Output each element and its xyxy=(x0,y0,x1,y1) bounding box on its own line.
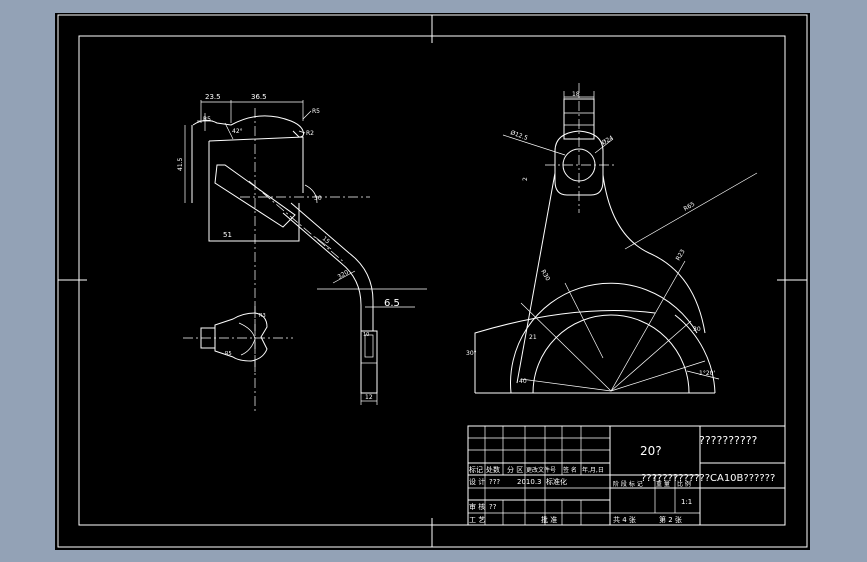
rod-end-block xyxy=(360,330,378,394)
fork-view: 18 Ø12.5 Ø24 2 R65 R30 R23 21 40 30° xyxy=(466,83,758,394)
drawing-title: ?????????? xyxy=(699,434,758,447)
radius-r5-left: R5 xyxy=(203,116,211,123)
drawing-subtitle: ?????????????CA10B?????? xyxy=(641,473,775,484)
scale-label: 比 例 xyxy=(677,480,691,488)
angle-30-right: 30 xyxy=(693,326,701,333)
radius-r65: R65 xyxy=(683,201,697,213)
dim-21: 21 xyxy=(529,334,537,341)
hdr-mark: 标记 xyxy=(469,465,483,474)
angle-30-left: 30° xyxy=(466,350,477,357)
dim-41-5: 41.5 xyxy=(177,157,184,171)
body-outline xyxy=(208,141,300,242)
arc-r23 xyxy=(532,314,690,394)
dim-5: R5 xyxy=(225,351,232,357)
body-top-edge xyxy=(208,136,304,193)
radius-r23: R23 xyxy=(675,248,687,262)
dim-23-5: 23.5 xyxy=(205,93,221,101)
process-label: 工 艺 xyxy=(469,516,485,524)
dim-12: 12 xyxy=(365,394,373,401)
leader-r23 xyxy=(610,260,686,392)
dim-6-5: 6.5 xyxy=(384,298,400,309)
cad-drawing: 23.5 36.5 R5 R5 R2 42° 41.5 30 51 15 xyxy=(57,14,808,548)
part-name: 20? xyxy=(640,444,662,458)
dim-36-5: 36.5 xyxy=(251,93,267,101)
angle-1-20: 1°20' xyxy=(699,370,715,377)
dim-2: 2 xyxy=(522,177,529,181)
arc-right xyxy=(674,314,716,394)
sheet-number: 第 2 张 xyxy=(659,515,682,524)
slot xyxy=(214,164,296,228)
sheets-total: 共 4 张 xyxy=(613,515,636,524)
hdr-count: 处数 xyxy=(486,465,500,474)
dim-10: 10 xyxy=(363,332,369,338)
outer-border xyxy=(57,14,808,548)
design-label: 设 计 xyxy=(469,477,485,486)
angle-42: 42° xyxy=(232,128,243,135)
hdr-change: 更改文件号 xyxy=(526,466,556,474)
title-block: 标记 处数 分 区 更改文件号 签 名 年,月,日 设 计 ??? 2010.3… xyxy=(467,425,786,526)
dim-15: 15 xyxy=(321,235,331,245)
leader-r30 xyxy=(564,282,604,359)
rod-outer xyxy=(290,202,374,331)
radius-r2: R2 xyxy=(306,130,314,137)
drawing-sheet: 23.5 36.5 R5 R5 R2 42° 41.5 30 51 15 xyxy=(55,13,810,550)
hdr-date: 年,月,日 xyxy=(582,466,604,474)
rod-inner xyxy=(282,212,362,331)
angle-30-side: 30 xyxy=(314,195,322,202)
approve-label: 批 准 xyxy=(541,515,557,524)
stage-label: 阶 段 标 记 xyxy=(613,480,643,488)
hdr-sign: 签 名 xyxy=(563,466,577,474)
check-label: 审 核 xyxy=(469,502,485,511)
dim-51: 51 xyxy=(223,231,232,239)
inner-border xyxy=(78,35,786,526)
radius-r30: R30 xyxy=(539,269,551,283)
rod-axis xyxy=(248,180,346,264)
check-name: ?? xyxy=(489,503,497,511)
radius-r3: R3 xyxy=(259,313,266,319)
std-label: 标准化 xyxy=(546,477,567,486)
design-date: 2010.3 xyxy=(517,478,542,486)
design-name: ??? xyxy=(489,478,500,486)
arm-left xyxy=(516,172,556,384)
arc-r30 xyxy=(510,282,698,394)
scale-value: 1:1 xyxy=(681,498,692,506)
dim-40: 40 xyxy=(519,378,527,385)
dim-320: 320 xyxy=(337,269,351,281)
section-profile xyxy=(214,312,268,362)
hdr-zone: 分 区 xyxy=(507,465,523,474)
dim-18: 18 xyxy=(572,91,580,98)
dim-24: Ø24 xyxy=(601,134,615,146)
arm-right xyxy=(602,174,706,334)
fork-hub xyxy=(554,130,604,196)
side-view: 23.5 36.5 R5 R5 R2 42° 41.5 30 51 15 xyxy=(177,93,427,413)
outer-contour xyxy=(474,310,656,393)
section-view: R3 R5 xyxy=(183,303,293,373)
radius-r5-right: R5 xyxy=(312,108,320,115)
weight-label: 重 量 xyxy=(656,480,670,488)
